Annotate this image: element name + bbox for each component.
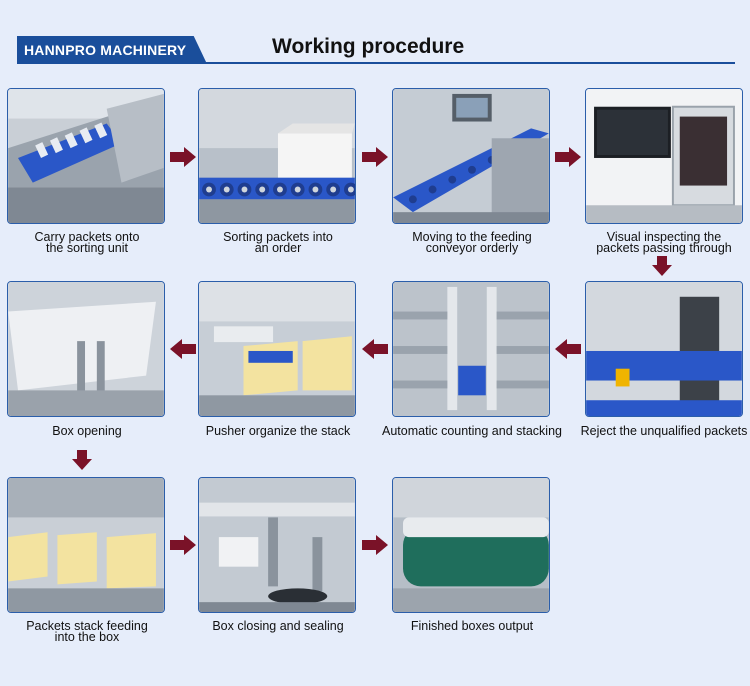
header-divider: [17, 62, 735, 64]
caption-line: Pusher organize the stack: [205, 424, 351, 438]
step-5-photo: [585, 281, 743, 417]
step-10-photo: [198, 477, 356, 613]
caption-line: an order: [254, 241, 302, 255]
arrow-right-icon: [170, 535, 196, 555]
caption-line: Reject the unqualified packets: [580, 424, 748, 438]
step-9-caption: Packets stack feeding into the box: [0, 619, 182, 644]
caption-line: Box opening: [52, 424, 122, 438]
arrow-right-icon: [170, 147, 196, 167]
caption-line: the sorting unit: [46, 241, 128, 255]
step-3-caption: Moving to the feeding conveyor orderly: [377, 230, 567, 255]
arrow-left-icon: [362, 339, 388, 359]
page-title: Working procedure: [272, 35, 465, 58]
step-2-photo: [198, 88, 356, 224]
arrow-down-icon: [652, 256, 672, 276]
step-7-photo: [198, 281, 356, 417]
arrow-right-icon: [362, 535, 388, 555]
step-1-caption: Carry packets onto the sorting unit: [0, 230, 182, 255]
caption-line: Sorting packets into: [223, 230, 333, 244]
step-5-caption: Reject the unqualified packets: [569, 424, 750, 438]
caption-line: Moving to the feeding: [412, 230, 532, 244]
arrow-right-icon: [555, 147, 581, 167]
brand-name: HANNPRO MACHINERY: [24, 42, 187, 58]
step-8-photo: [7, 281, 165, 417]
arrow-left-icon: [555, 339, 581, 359]
brand-banner: HANNPRO MACHINERY: [17, 36, 207, 64]
step-10-caption: Box closing and sealing: [183, 619, 373, 633]
caption-line: Visual inspecting the: [606, 230, 722, 244]
step-1-photo: [7, 88, 165, 224]
step-7-caption: Pusher organize the stack: [183, 424, 373, 438]
caption-line: into the box: [54, 630, 120, 644]
caption-line: Packets stack feeding: [26, 619, 148, 633]
caption-line: packets passing through: [596, 241, 732, 255]
caption-line: conveyor orderly: [425, 241, 519, 255]
step-4-photo: [585, 88, 743, 224]
arrow-right-icon: [362, 147, 388, 167]
caption-line: Box closing and sealing: [212, 619, 344, 633]
step-6-caption: Automatic counting and stacking: [377, 424, 567, 438]
caption-line: Carry packets onto: [34, 230, 140, 244]
step-9-photo: [7, 477, 165, 613]
step-2-caption: Sorting packets into an order: [183, 230, 373, 255]
arrow-down-icon: [72, 450, 92, 470]
caption-line: Finished boxes output: [410, 619, 534, 633]
arrow-left-icon: [170, 339, 196, 359]
step-3-photo: [392, 88, 550, 224]
step-4-caption: Visual inspecting the packets passing th…: [569, 230, 750, 255]
step-8-caption: Box opening: [0, 424, 182, 438]
step-11-caption: Finished boxes output: [377, 619, 567, 633]
caption-line: Automatic counting and stacking: [382, 424, 562, 438]
step-11-photo: [392, 477, 550, 613]
step-6-photo: [392, 281, 550, 417]
